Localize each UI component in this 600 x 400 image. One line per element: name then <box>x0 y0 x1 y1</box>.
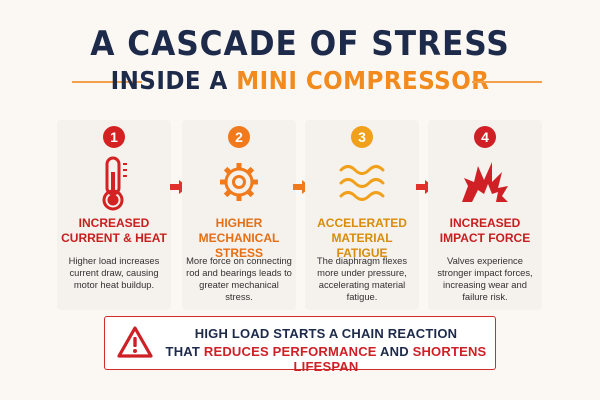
step-number-badge: 2 <box>228 126 250 148</box>
step-heading: Increased Current & Heat <box>57 216 171 246</box>
subtitle-accent: MINI COMPRESSOR <box>236 66 490 95</box>
step-heading: Higher Mechanical Stress <box>182 216 296 261</box>
step-heading-line2: Mechanical Stress <box>198 231 280 260</box>
step-description: Higher load increases current draw, caus… <box>68 255 160 290</box>
page-title: A CASCADE OF STRESS <box>90 24 510 64</box>
step-heading-line2: Material Fatigue <box>331 231 393 260</box>
step-card-4: 4 Increased Impact Force Valves experien… <box>428 120 542 310</box>
page-subtitle: INSIDE A MINI COMPRESSOR <box>24 66 576 95</box>
step-description: The diaphragm flexes more under pressure… <box>316 255 408 302</box>
subtitle-prefix: INSIDE A <box>110 66 237 95</box>
step-description: Valves experience stronger impact forces… <box>437 255 533 302</box>
warning-triangle-icon <box>117 325 153 359</box>
step-heading-line1: Higher <box>215 216 263 230</box>
step-heading-line2: Current & Heat <box>61 231 167 245</box>
step-heading-line1: Increased <box>449 216 521 230</box>
banner-highlight: shortens lifespan <box>293 344 487 374</box>
warning-banner: High load starts a chain reaction that r… <box>104 316 496 374</box>
step-card-2: 2 Higher Mechanical Stress Mor <box>182 120 296 310</box>
step-card-3: 3 Accelerated Material Fatigue The diaph… <box>305 120 419 310</box>
title-rule-left <box>72 81 142 83</box>
step-number-badge: 4 <box>474 126 496 148</box>
impact-burst-icon <box>460 156 510 212</box>
step-heading-line1: Accelerated <box>317 216 407 230</box>
banner-text: and <box>376 344 413 359</box>
step-heading-line1: Increased <box>78 216 150 230</box>
step-card-1: 1 Increased Current & Heat Higher load i… <box>57 120 171 310</box>
banner-line-1: High load starts a chain reaction <box>194 326 458 341</box>
step-heading-line2: Impact Force <box>439 231 531 245</box>
banner-line-2: that reduces performance and shortens li… <box>161 344 491 374</box>
step-heading: Increased Impact Force <box>428 216 542 246</box>
step-number-badge: 3 <box>351 126 373 148</box>
banner-text: that <box>165 344 204 359</box>
step-number-badge: 1 <box>103 126 125 148</box>
gear-icon <box>214 156 264 212</box>
step-description: More force on connecting rod and bearing… <box>186 255 292 302</box>
wave-icon <box>337 156 387 212</box>
title-rule-right <box>472 81 542 83</box>
step-heading: Accelerated Material Fatigue <box>305 216 419 261</box>
banner-highlight: reduces performance <box>203 344 377 359</box>
thermometer-icon <box>89 156 139 212</box>
